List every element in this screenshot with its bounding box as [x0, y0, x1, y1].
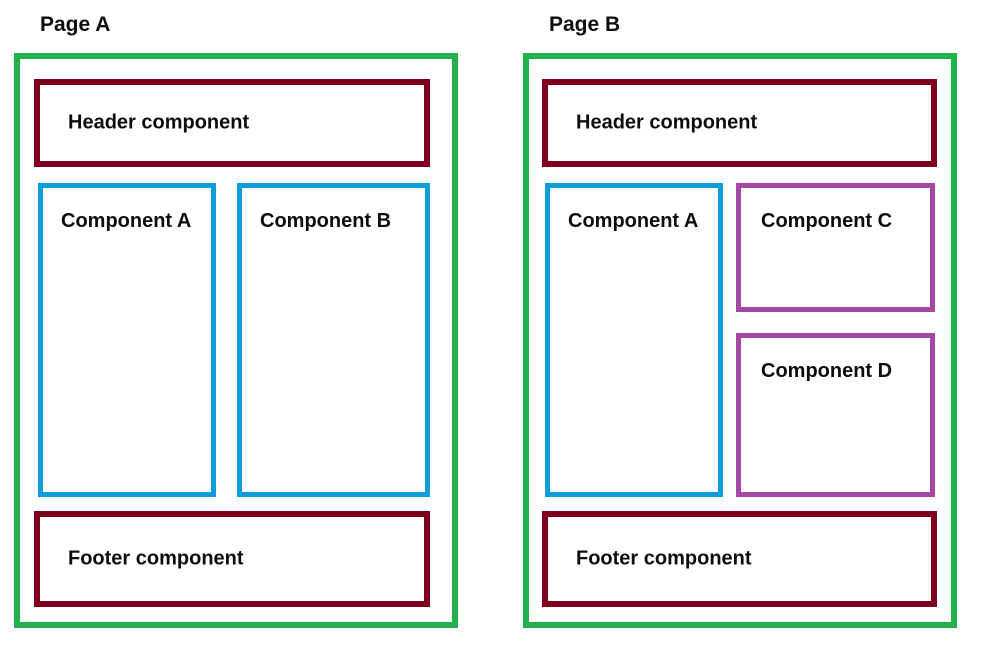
page-b-header-component[interactable]: Header component: [542, 79, 937, 167]
page-a-component-a[interactable]: Component A: [38, 183, 216, 497]
page-a-component-a-label: Component A: [61, 210, 192, 232]
page-b-component-c[interactable]: Component C: [736, 183, 935, 312]
page-b-footer-label: Footer component: [576, 547, 752, 570]
page-b-component-d[interactable]: Component D: [736, 333, 935, 497]
page-b-footer-component[interactable]: Footer component: [542, 511, 937, 607]
page-b-component-c-label: Component C: [761, 210, 893, 232]
page-a-component-b-label: Component B: [260, 210, 392, 232]
page-a-footer-label: Footer component: [68, 547, 244, 570]
page-b-component-a[interactable]: Component A: [545, 183, 723, 497]
page-b-container: Header component Component A Component C…: [523, 53, 957, 628]
page-a-title: Page A: [40, 13, 111, 36]
page-b-title: Page B: [549, 13, 621, 36]
page-a-header-component[interactable]: Header component: [34, 79, 430, 167]
page-a-container: Header component Component A Component B…: [14, 53, 458, 628]
page-b-component-d-label: Component D: [761, 360, 893, 382]
page-a-footer-component[interactable]: Footer component: [34, 511, 430, 607]
page-a-header-label: Header component: [68, 111, 250, 134]
page-b-header-label: Header component: [576, 111, 758, 134]
page-b-component-a-label: Component A: [568, 210, 699, 232]
page-a-component-b[interactable]: Component B: [237, 183, 430, 497]
